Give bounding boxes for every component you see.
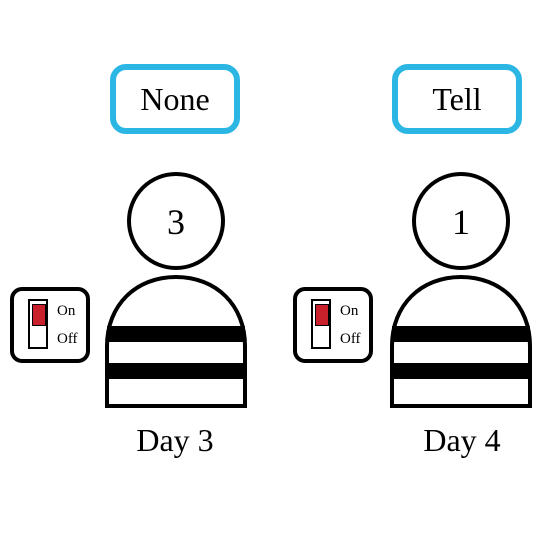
prisoner-stripe bbox=[392, 326, 530, 342]
prisoner-head bbox=[412, 172, 510, 270]
prisoner-head bbox=[127, 172, 225, 270]
panel-day-4: Tell 1 On Off Day 4 bbox=[283, 0, 551, 551]
action-box: None bbox=[110, 64, 240, 134]
switch-on-label: On bbox=[57, 303, 76, 319]
panel-day-3: None 3 On Off Day 3 bbox=[0, 0, 275, 551]
prisoner-figure: 3 bbox=[105, 172, 247, 408]
light-switch: On Off bbox=[293, 287, 373, 363]
switch-off-label: Off bbox=[340, 331, 361, 347]
prisoner-stripe bbox=[107, 363, 245, 379]
prisoner-number: 3 bbox=[167, 202, 185, 242]
switch-on-label: On bbox=[340, 303, 359, 319]
action-label: None bbox=[140, 81, 210, 117]
switch-toggle bbox=[28, 299, 48, 349]
switch-knob bbox=[32, 304, 46, 326]
day-label: Day 4 bbox=[423, 422, 501, 458]
switch-off-label: Off bbox=[57, 331, 78, 347]
prisoner-stripe bbox=[392, 363, 530, 379]
action-label: Tell bbox=[432, 81, 482, 117]
action-box: Tell bbox=[392, 64, 522, 134]
prisoner-number: 1 bbox=[452, 202, 470, 242]
switch-toggle bbox=[311, 299, 331, 349]
switch-knob bbox=[315, 304, 329, 326]
prisoner-stripe bbox=[107, 326, 245, 342]
light-switch: On Off bbox=[10, 287, 90, 363]
prisoner-figure: 1 bbox=[390, 172, 532, 408]
day-label: Day 3 bbox=[136, 422, 214, 458]
